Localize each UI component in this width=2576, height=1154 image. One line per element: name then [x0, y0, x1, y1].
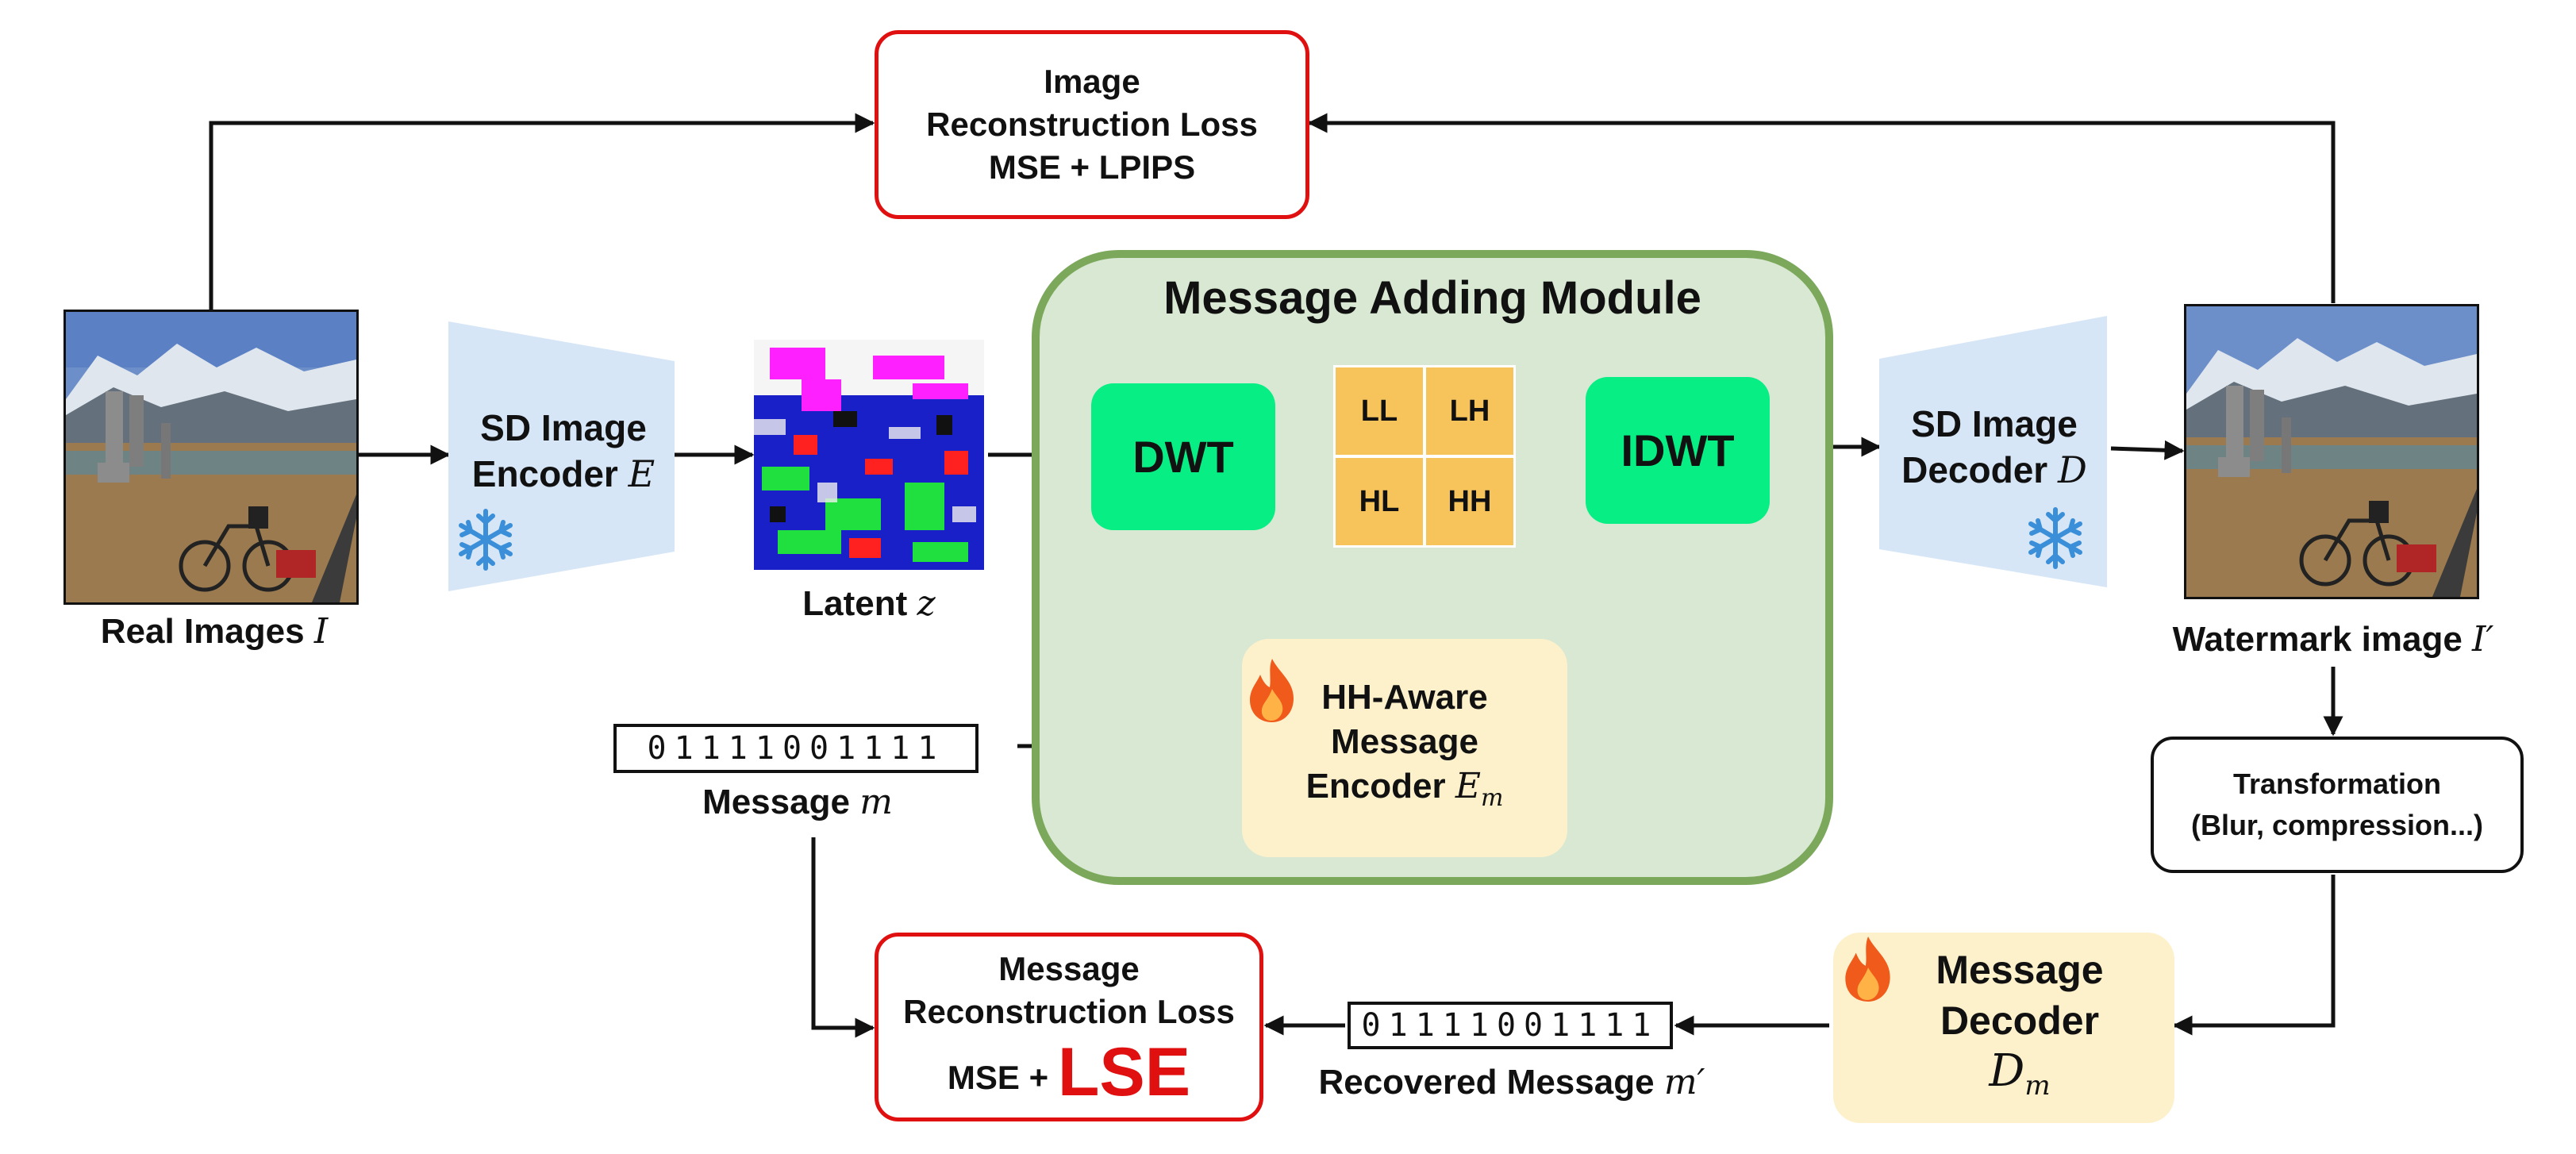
hh-aware-encoder: HH-Aware Message Encoder Em — [1242, 639, 1567, 857]
arrow-watermark-to-image-loss — [1307, 113, 2336, 303]
sd-decoder-line2: Decoder — [1901, 449, 2048, 490]
watermark-label: Watermark image I′ — [2103, 619, 2563, 660]
sd-decoder-label: SD Image Decoder D — [1879, 401, 2109, 493]
subband-hl: HL — [1333, 456, 1425, 548]
sd-encoder-symbol: E — [628, 452, 656, 495]
snowflake-icon — [459, 509, 513, 571]
hh-encoder-line3: Encoder — [1305, 767, 1446, 806]
subband-lh: LH — [1424, 365, 1516, 457]
subband-hh: HH — [1424, 456, 1516, 548]
recovered-text: Recovered Message — [1318, 1063, 1655, 1102]
message-decoder-subscript: m — [2024, 1070, 2051, 1102]
idwt-block: IDWT — [1586, 377, 1770, 524]
transformation-line2: (Blur, compression...) — [2190, 809, 2484, 841]
hh-encoder-symbol: E — [1455, 766, 1481, 807]
message-decoder: Message Decoder Dm — [1833, 933, 2174, 1123]
message-decoder-symbol: D — [1989, 1045, 2025, 1097]
latent-text: Latent — [802, 584, 908, 623]
hh-encoder-line1: HH-Aware — [1321, 678, 1488, 717]
image-loss-line2: Reconstruction Loss — [926, 106, 1258, 143]
message-symbol: m — [859, 782, 893, 822]
arrow-message-to-message-loss — [811, 837, 875, 1038]
sd-encoder-line2: Encoder — [471, 453, 618, 494]
sd-decoder-symbol: D — [2057, 448, 2087, 491]
real-images-text: Real Images — [100, 612, 305, 651]
message-text: Message — [702, 783, 850, 821]
real-images-symbol: I — [313, 611, 329, 652]
image-loss-box: Image Reconstruction Loss MSE + LPIPS — [875, 30, 1309, 219]
arrow-decoder-to-watermark — [2110, 440, 2185, 460]
latent-symbol: z — [917, 583, 936, 624]
real-image — [63, 310, 359, 605]
hh-encoder-subscript: m — [1480, 783, 1504, 812]
fire-icon — [1845, 937, 1890, 1002]
real-images-label: Real Images I — [16, 611, 413, 652]
message-bits: 01111001111 — [613, 724, 978, 773]
image-loss-line1: Image — [1044, 63, 1140, 100]
message-decoder-line2: Decoder — [1940, 998, 2100, 1043]
message-loss-prefix: MSE + — [947, 1059, 1049, 1096]
watermark-symbol: I′ — [2472, 619, 2494, 660]
snowflake-icon — [2028, 507, 2082, 569]
message-decoder-line1: Message — [1936, 948, 2104, 992]
watermark-image — [2184, 304, 2479, 599]
image-loss-line3: MSE + LPIPS — [988, 148, 1196, 186]
subband-ll: LL — [1333, 365, 1425, 457]
message-label: Message m — [619, 782, 976, 822]
transformation-line1: Transformation — [2232, 767, 2442, 800]
dwt-block: DWT — [1091, 383, 1275, 530]
transformation-box: Transformation (Blur, compression...) — [2151, 737, 2524, 873]
arrow-real-to-image-loss — [209, 113, 875, 311]
arrow-transformation-to-decoder — [2172, 875, 2336, 1036]
watermark-text: Watermark image — [2172, 620, 2463, 659]
message-loss-box: Message Reconstruction Loss MSE + LSE — [875, 933, 1263, 1121]
hh-encoder-line2: Message — [1331, 722, 1478, 762]
recovered-bits: 01111001111 — [1348, 1002, 1673, 1049]
message-loss-line2: Reconstruction Loss — [903, 993, 1235, 1030]
sd-encoder-label: SD Image Encoder E — [448, 405, 679, 497]
sd-decoder-line1: SD Image — [1911, 403, 2078, 444]
sd-encoder-line1: SD Image — [480, 407, 647, 448]
latent-image — [754, 340, 984, 570]
recovered-label: Recovered Message m′ — [1286, 1062, 1738, 1102]
sd-decoder-shape — [1879, 316, 2107, 587]
latent-label: Latent z — [714, 583, 1024, 624]
message-loss-line1: Message — [998, 950, 1140, 987]
module-title: Message Adding Module — [1163, 272, 1701, 324]
fire-icon — [1250, 659, 1294, 722]
message-loss-lse: LSE — [1057, 1034, 1191, 1110]
recovered-symbol: m′ — [1663, 1062, 1705, 1102]
